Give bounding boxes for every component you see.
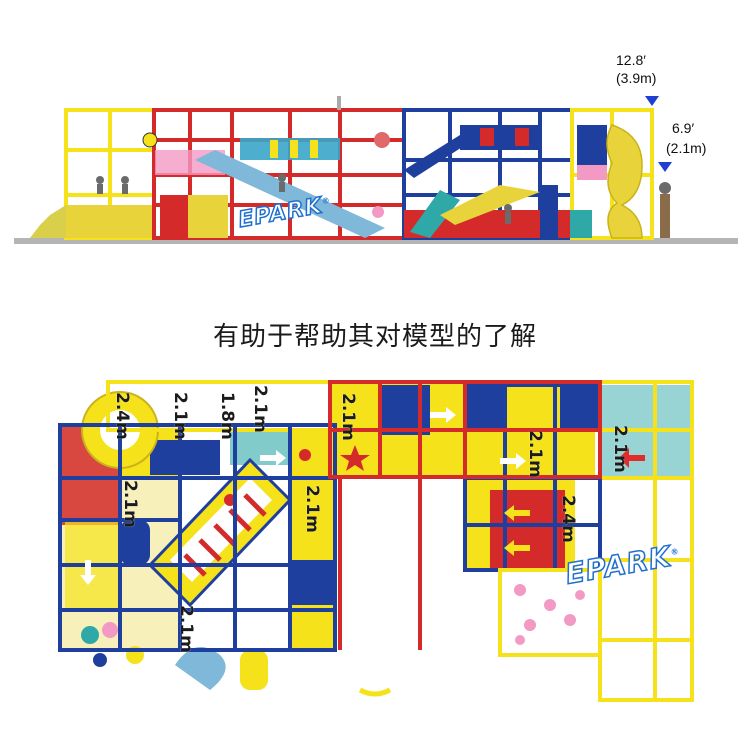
dimension-label: 2.1m <box>338 393 358 441</box>
dimension-label: 2.1m <box>170 392 190 440</box>
tube-tunnel <box>120 520 150 565</box>
height-arrow-deck <box>658 162 672 172</box>
dimension-label: 2.4m <box>112 392 132 440</box>
tube-slide-center <box>410 190 460 238</box>
plan-frame-lower-yellow <box>498 568 602 657</box>
dimension-label: 2.1m <box>302 485 322 533</box>
spiral-tube-slide <box>606 124 643 239</box>
dimension-label: 2.1m <box>525 430 545 478</box>
wave-slide <box>195 150 385 238</box>
people-figures <box>96 174 671 238</box>
caption-text: 有助于帮助其对模型的了解 <box>212 322 537 352</box>
entry-steps <box>30 205 66 238</box>
staircase-ramp <box>404 135 470 178</box>
slide-bottom <box>175 647 226 690</box>
total-height-ft-label: 12.8′ <box>616 52 646 68</box>
direction-arrows <box>80 407 645 585</box>
dimension-label: 2.1m <box>610 425 630 473</box>
dimension-label: 2.1m <box>250 385 270 433</box>
height-arrow-top <box>645 96 659 106</box>
side-elevation-drawing <box>14 96 738 244</box>
plan-frame-red <box>328 380 602 650</box>
dimension-label: 2.4m <box>558 495 578 543</box>
deck-height-ft-label: 6.9′ <box>672 120 695 136</box>
ground-line <box>14 238 738 244</box>
star-decor <box>340 445 370 471</box>
deck-height-m-label: (2.1m) <box>666 140 707 156</box>
dimension-label: 2.1m <box>176 605 196 653</box>
dimension-label: 1.8m <box>217 392 237 440</box>
dimension-label: 2.1m <box>120 480 140 528</box>
total-height-m-label: (3.9m) <box>616 70 657 86</box>
